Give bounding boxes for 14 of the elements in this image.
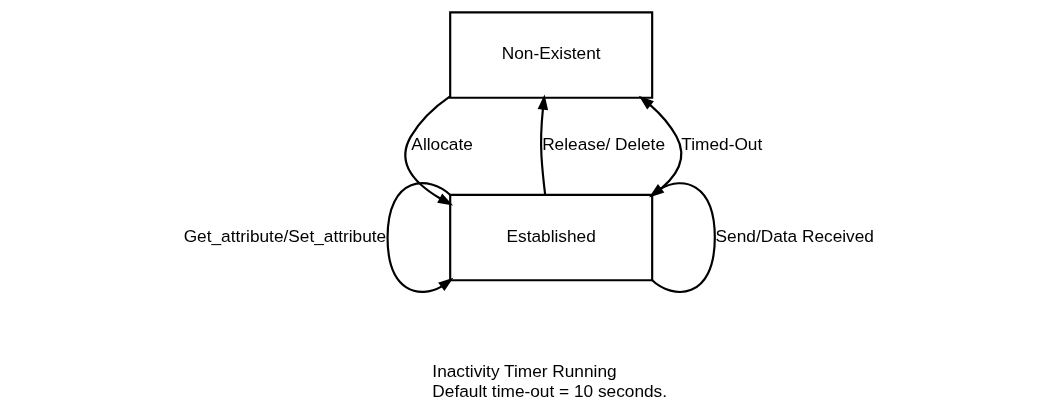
arrow [386,182,454,293]
arrow [638,95,683,197]
edge-label: Release/ Delete [542,134,665,155]
node-box: Established [449,193,654,282]
node-label: Default time-out = 10 seconds. [432,380,668,401]
node-box: Non-Existent [449,11,654,99]
edge-label: Send/Data Received [715,225,874,246]
arrow [537,94,549,195]
edge-label: Allocate [411,134,473,155]
arrow [649,182,716,293]
edge-label: Timed-Out [681,134,763,155]
node-label: Inactivity Timer Running [432,361,617,382]
edge-label: Get_attribute/Set_attribute [183,225,387,246]
arrow [404,95,454,206]
